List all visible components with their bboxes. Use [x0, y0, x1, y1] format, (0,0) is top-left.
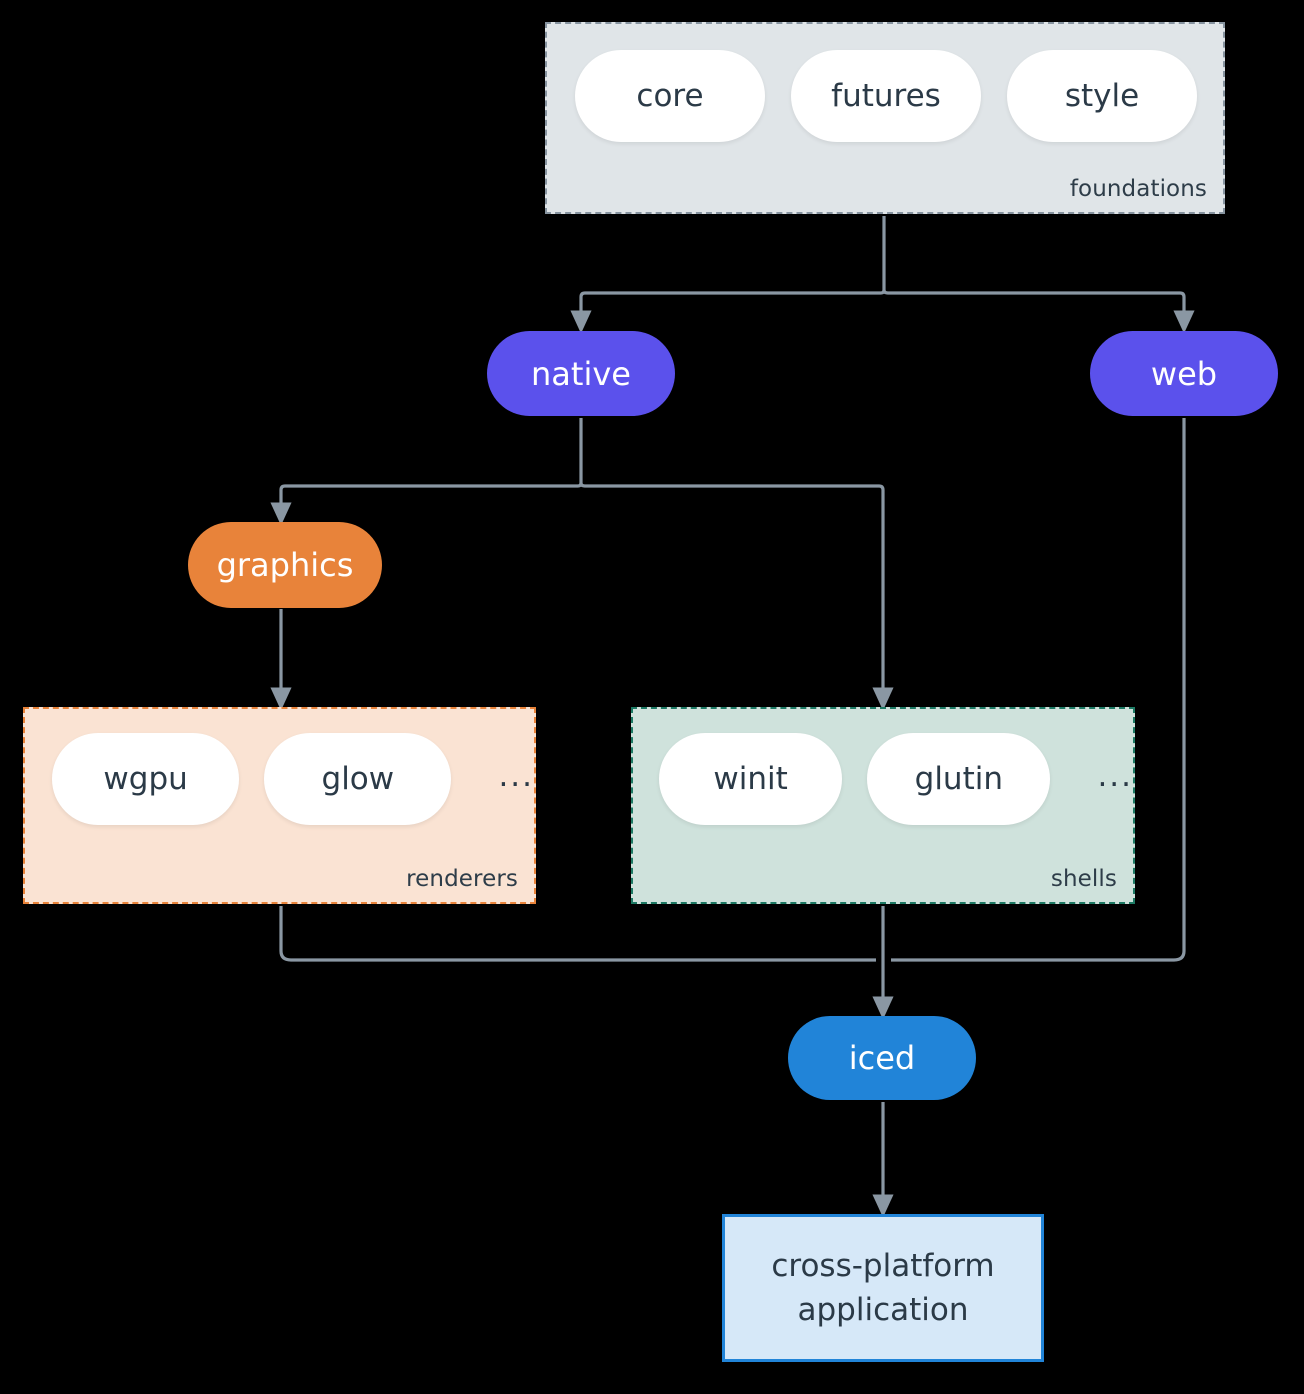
pill-style[interactable]: style — [1007, 50, 1197, 142]
shells-pill-row: winit glutin ... — [633, 709, 1133, 825]
pill-futures[interactable]: futures — [791, 50, 981, 142]
group-foundations: core futures style foundations — [545, 22, 1225, 214]
edge-foundations-to-web — [882, 289, 1195, 334]
pill-glutin[interactable]: glutin — [867, 733, 1051, 825]
pill-winit[interactable]: winit — [659, 733, 843, 825]
edge-native-to-shells — [579, 482, 894, 711]
edge-foundations-to-native — [570, 289, 886, 334]
renderers-overflow-ellipsis: ... — [498, 758, 534, 794]
node-cross-platform-application[interactable]: cross-platform application — [722, 1214, 1044, 1362]
group-label-foundations: foundations — [1069, 176, 1207, 202]
node-web[interactable]: web — [1090, 331, 1278, 416]
renderers-pill-row: wgpu glow ... — [25, 709, 534, 825]
pill-core[interactable]: core — [575, 50, 765, 142]
pill-glow[interactable]: glow — [264, 733, 452, 825]
pill-wgpu[interactable]: wgpu — [52, 733, 240, 825]
edge-renderers-to-iced — [279, 906, 876, 962]
edge-native-to-graphics — [270, 482, 583, 526]
group-renderers: wgpu glow ... renderers — [23, 707, 536, 904]
group-shells: winit glutin ... shells — [631, 707, 1135, 904]
shells-overflow-ellipsis: ... — [1097, 758, 1133, 794]
node-native[interactable]: native — [487, 331, 675, 416]
foundations-pill-row: core futures style — [547, 24, 1223, 142]
node-graphics[interactable]: graphics — [188, 522, 382, 608]
group-label-renderers: renderers — [406, 866, 518, 892]
group-label-shells: shells — [1050, 866, 1117, 892]
node-iced[interactable]: iced — [788, 1016, 976, 1100]
application-label-line2: application — [797, 1292, 969, 1328]
application-label-line1: cross-platform — [771, 1247, 995, 1284]
